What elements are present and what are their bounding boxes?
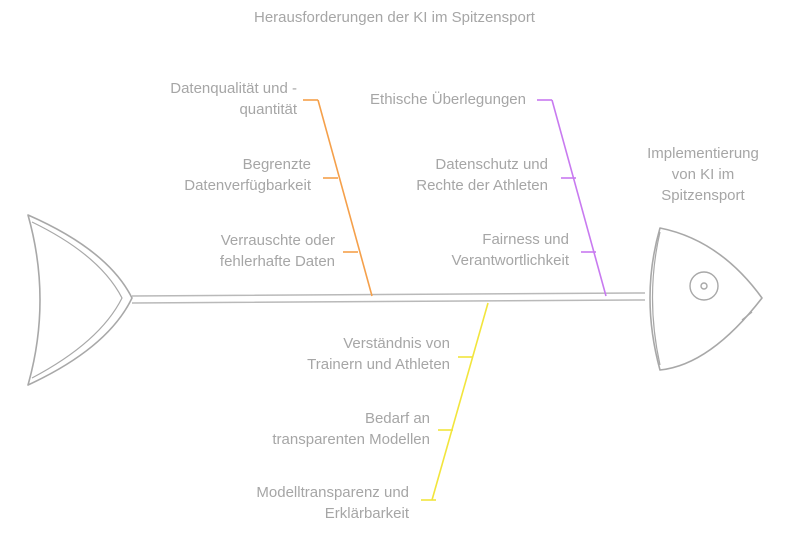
cause-line: Verrauschte oder <box>220 232 335 249</box>
cause-label-transparent-models: Bedarf an transparenten Modellen <box>272 408 430 450</box>
cause-label-fairness: Fairness und Verantwortlichkeit <box>451 229 569 271</box>
head-label: Implementierung von KI im Spitzensport <box>618 143 788 206</box>
cause-line: transparenten Modellen <box>272 431 430 448</box>
fish-tail-inner <box>31 221 123 379</box>
cause-label-understanding: Verständnis von Trainern und Athleten <box>307 333 450 375</box>
fish-eye <box>689 271 719 301</box>
fish-head <box>649 227 763 371</box>
cause-label-explainability: Modelltransparenz und Erklärbarkeit <box>256 482 409 524</box>
cause-label-privacy: Datenschutz und Rechte der Athleten <box>416 154 548 196</box>
cause-line: Datenqualität und - <box>170 80 297 97</box>
cause-line: Datenverfügbarkeit <box>184 177 311 194</box>
ethics-branch-bone <box>551 99 607 297</box>
cause-label-data-quality: Datenqualität und - quantität <box>170 78 297 120</box>
cause-label-noisy-data: Verrauschte oder fehlerhafte Daten <box>220 230 335 272</box>
head-label-line-1: Implementierung <box>647 145 759 162</box>
cause-line: Verantwortlichkeit <box>451 252 569 269</box>
cause-line: Modelltransparenz und <box>256 484 409 501</box>
cause-line: Fairness und <box>482 231 569 248</box>
cause-label-ethics: Ethische Überlegungen <box>370 89 526 110</box>
fish-spine <box>131 292 646 304</box>
fish-gill <box>651 231 661 366</box>
cause-label-data-availability: Begrenzte Datenverfügbarkeit <box>184 154 311 196</box>
cause-line: Datenschutz und <box>435 156 548 173</box>
cause-line: Begrenzte <box>242 156 311 173</box>
data-branch-bone <box>317 99 373 297</box>
head-label-line-3: Spitzensport <box>661 187 745 204</box>
fish-eye-pupil <box>700 282 708 290</box>
cause-line: Ethische Überlegungen <box>370 91 526 108</box>
cause-line: Erklärbarkeit <box>324 505 409 522</box>
cause-line: Trainern und Athleten <box>307 356 450 373</box>
fish-tail <box>27 214 133 386</box>
cause-line: Rechte der Athleten <box>416 177 548 194</box>
cause-line: fehlerhafte Daten <box>219 253 335 270</box>
understanding-branch-bone <box>431 302 489 501</box>
cause-line: Verständnis von <box>343 335 450 352</box>
head-label-line-2: von KI im <box>671 166 735 183</box>
fish-mouth <box>741 311 753 321</box>
cause-line: quantität <box>239 101 297 118</box>
diagram-title: Herausforderungen der KI im Spitzensport <box>254 9 535 26</box>
cause-line: Bedarf an <box>364 410 430 427</box>
